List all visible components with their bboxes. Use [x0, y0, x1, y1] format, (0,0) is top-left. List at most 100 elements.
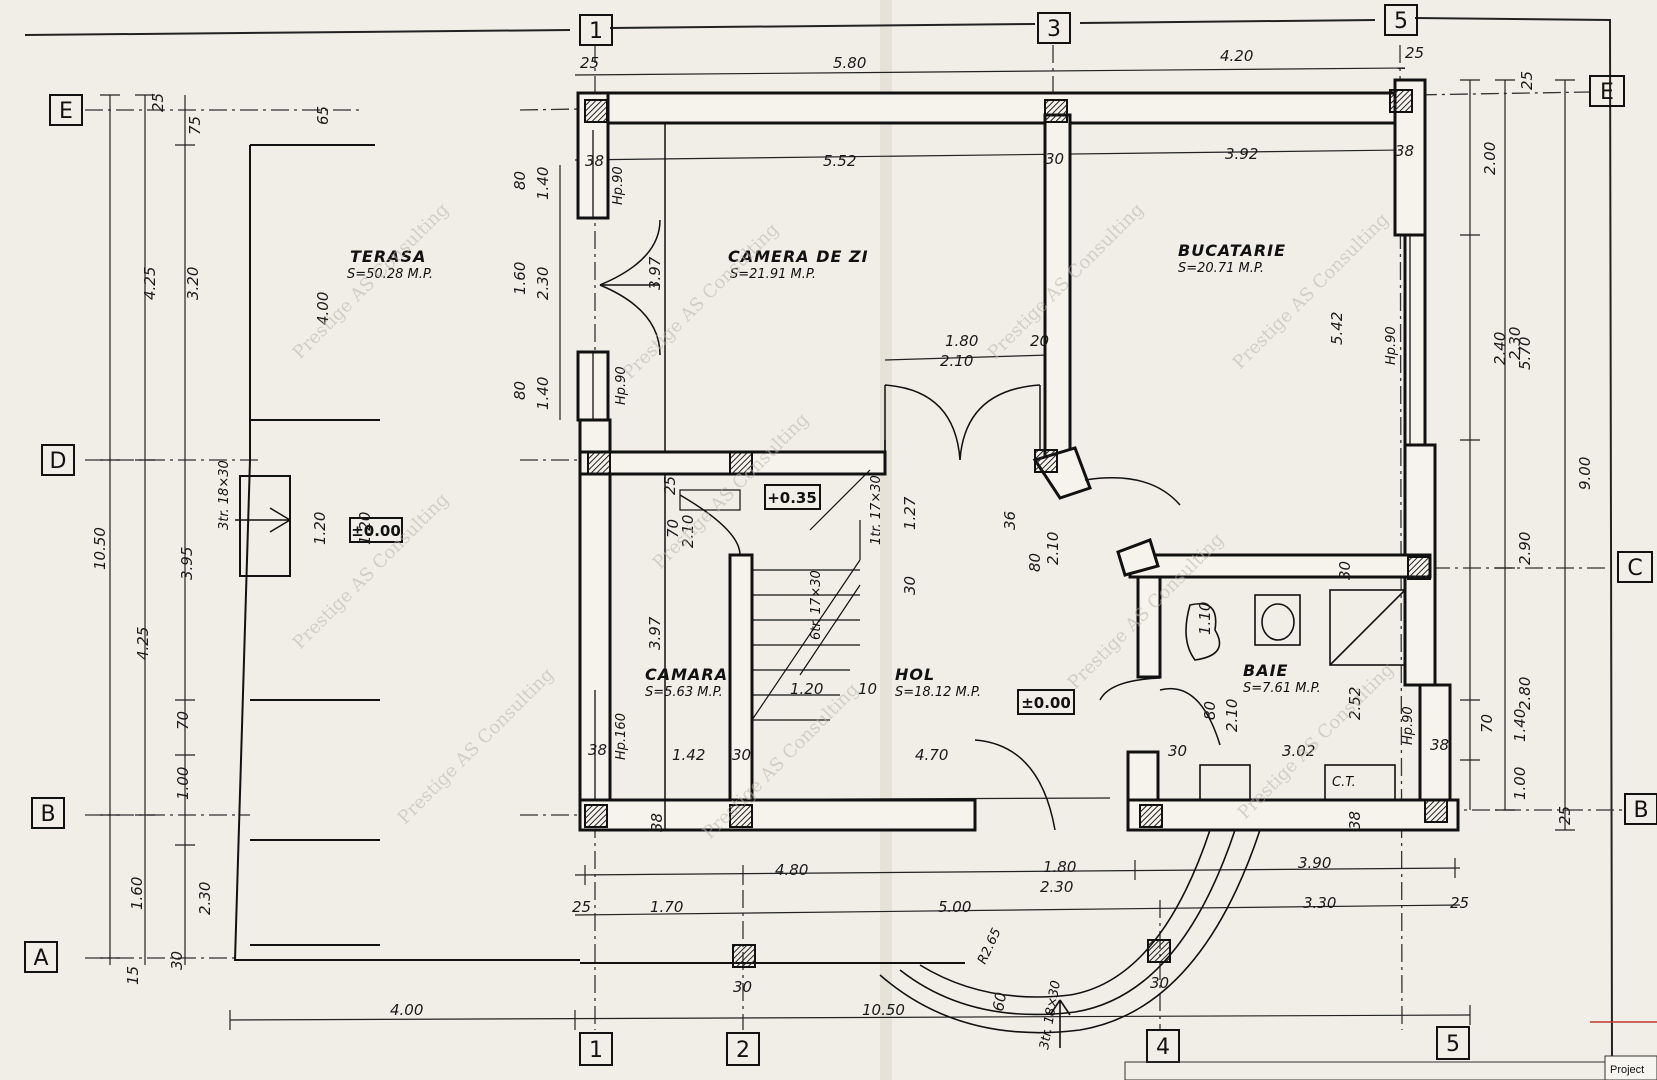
room-camera-area: S=21.91 M.P. — [730, 267, 816, 282]
radius-label: R2.65 — [975, 926, 1005, 967]
windows — [592, 130, 1411, 800]
dim-text: 25 — [580, 54, 599, 72]
dim-text: 2.80 — [1516, 677, 1534, 710]
dim-text: 38 — [585, 152, 604, 170]
dim-text: 4.00 — [314, 292, 332, 325]
dim-text: 1.27 — [901, 496, 919, 530]
dim-text: 1.20 — [311, 512, 329, 545]
dim-text: 2.10 — [1044, 532, 1062, 565]
room-terasa-area: S=50.28 M.P. — [347, 267, 433, 282]
dim-text: 2.30 — [1506, 327, 1524, 360]
dim-text: 10.50 — [862, 1001, 905, 1019]
columns — [584, 89, 1448, 968]
axis-top-5: 5 — [1394, 9, 1408, 34]
dim-text: 1.10 — [1196, 602, 1214, 635]
dim-text: 38 — [1346, 811, 1364, 830]
room-hol-area: S=18.12 M.P. — [895, 685, 981, 700]
partitions — [664, 123, 886, 830]
dim-text: 2.40 — [1491, 332, 1509, 365]
dims-window-left: 80 1.40 1.60 2.30 80 1.40 — [511, 167, 552, 410]
dim-text: 80 — [511, 381, 529, 400]
interior-stairs — [679, 469, 871, 721]
dim-text: 30 — [733, 978, 752, 996]
dim-text: 30 — [1150, 974, 1169, 992]
misc-labels: C.T. 3tr. 18×30 6tr. 17×30 1tr. 17×30 3t… — [217, 166, 1416, 1050]
dim-text: 1.70 — [650, 898, 683, 916]
stairs-terrace-label: 3tr. 18×30 — [217, 460, 232, 530]
door-swings — [599, 219, 1221, 831]
room-labels: TERASA S=50.28 M.P. CAMERA DE ZI S=21.91… — [347, 241, 1321, 700]
dim-text: 2.10 — [940, 352, 973, 370]
axis-right-C: C — [1627, 556, 1642, 581]
dim-text: 2.10 — [1223, 699, 1241, 732]
hp160-label: Hp.160 — [614, 713, 629, 760]
watermarks: Prestige AS Consulting Prestige AS Consu… — [289, 199, 1398, 843]
axis-right-E: E — [1600, 80, 1614, 105]
dim-text: 4.25 — [134, 627, 152, 660]
sheet-frame — [24, 17, 1613, 1061]
entrance-steps — [879, 829, 1261, 1048]
dim-text: 4.20 — [1220, 47, 1253, 65]
room-bucatarie-area: S=20.71 M.P. — [1178, 261, 1264, 276]
dim-text: 10.50 — [91, 527, 109, 570]
hp90-label-d: Hp.90 — [1401, 706, 1416, 745]
dim-text: 20 — [1030, 332, 1049, 350]
dim-text: 3.02 — [1282, 742, 1315, 760]
dimension-ticks — [100, 79, 1575, 1030]
dim-text: 1.20 — [356, 512, 374, 545]
level-stair-landing: +0.35 — [767, 489, 817, 507]
dim-text: 1.60 — [511, 262, 529, 295]
hp90-label-c: Hp.90 — [1384, 326, 1399, 365]
dims-right: 9.00 5.70 2.90 2.80 2.00 2.40 2.30 70 1.… — [1478, 71, 1594, 825]
dim-text: 60 — [989, 991, 1010, 1013]
dim-text: 1.40 — [1511, 709, 1529, 742]
level-hall: ±0.00 — [1021, 694, 1071, 712]
dim-text: 3.97 — [646, 256, 664, 290]
dim-text: 3.95 — [178, 547, 196, 580]
dim-text: 3.90 — [1298, 854, 1331, 872]
axis-bottom-5: 5 — [1446, 1032, 1460, 1057]
dim-text: 5.70 — [1516, 337, 1534, 370]
dim-text: 38 — [648, 813, 666, 832]
dim-text: 70 — [664, 519, 682, 538]
dim-text: 70 — [174, 711, 192, 730]
watermark: Prestige AS Consulting — [1229, 209, 1393, 373]
axis-right-B: B — [1633, 798, 1648, 823]
dim-text: 1.60 — [128, 877, 146, 910]
dim-text: 4.70 — [915, 746, 948, 764]
dim-text: 2.90 — [1516, 532, 1534, 565]
dim-text: 10 — [858, 680, 877, 698]
dim-text: 3.30 — [1303, 894, 1336, 912]
dim-text: 25 — [1518, 71, 1536, 90]
axis-bottom-4: 4 — [1156, 1035, 1170, 1060]
dim-text: 3.97 — [646, 616, 664, 650]
dim-text: 4.80 — [775, 861, 808, 879]
dim-text: 25 — [1556, 806, 1574, 825]
dim-text: 2.52 — [1346, 687, 1364, 720]
axis-bottom-1: 1 — [589, 1038, 603, 1063]
dim-text: 2.30 — [1040, 878, 1073, 896]
stairs-top-label: 1tr. 17×30 — [869, 475, 884, 545]
level-terrace: ±0.00 — [351, 522, 401, 540]
axis-top-3: 3 — [1047, 17, 1061, 42]
dim-text: 25 — [1405, 44, 1424, 62]
dim-text: 1.40 — [534, 377, 552, 410]
dim-text: 2.10 — [679, 515, 697, 548]
dim-text: 25 — [661, 476, 679, 495]
dim-text: 30 — [1045, 150, 1064, 168]
dim-text: 5.80 — [833, 54, 866, 72]
room-camara-name: CAMARA — [645, 665, 728, 684]
dim-text: 2.00 — [1481, 142, 1499, 175]
dim-text: 25 — [149, 93, 167, 112]
dim-text: 80 — [1201, 701, 1219, 720]
axis-left-D: D — [50, 449, 67, 474]
dim-text: 30 — [901, 576, 919, 595]
terrace-stairs — [235, 507, 291, 533]
room-baie-area: S=7.61 M.P. — [1243, 681, 1321, 696]
dim-text: 9.00 — [1576, 457, 1594, 490]
dim-text: 75 — [186, 116, 204, 135]
room-terasa-name: TERASA — [350, 247, 426, 266]
axis-left-A: A — [33, 946, 48, 971]
